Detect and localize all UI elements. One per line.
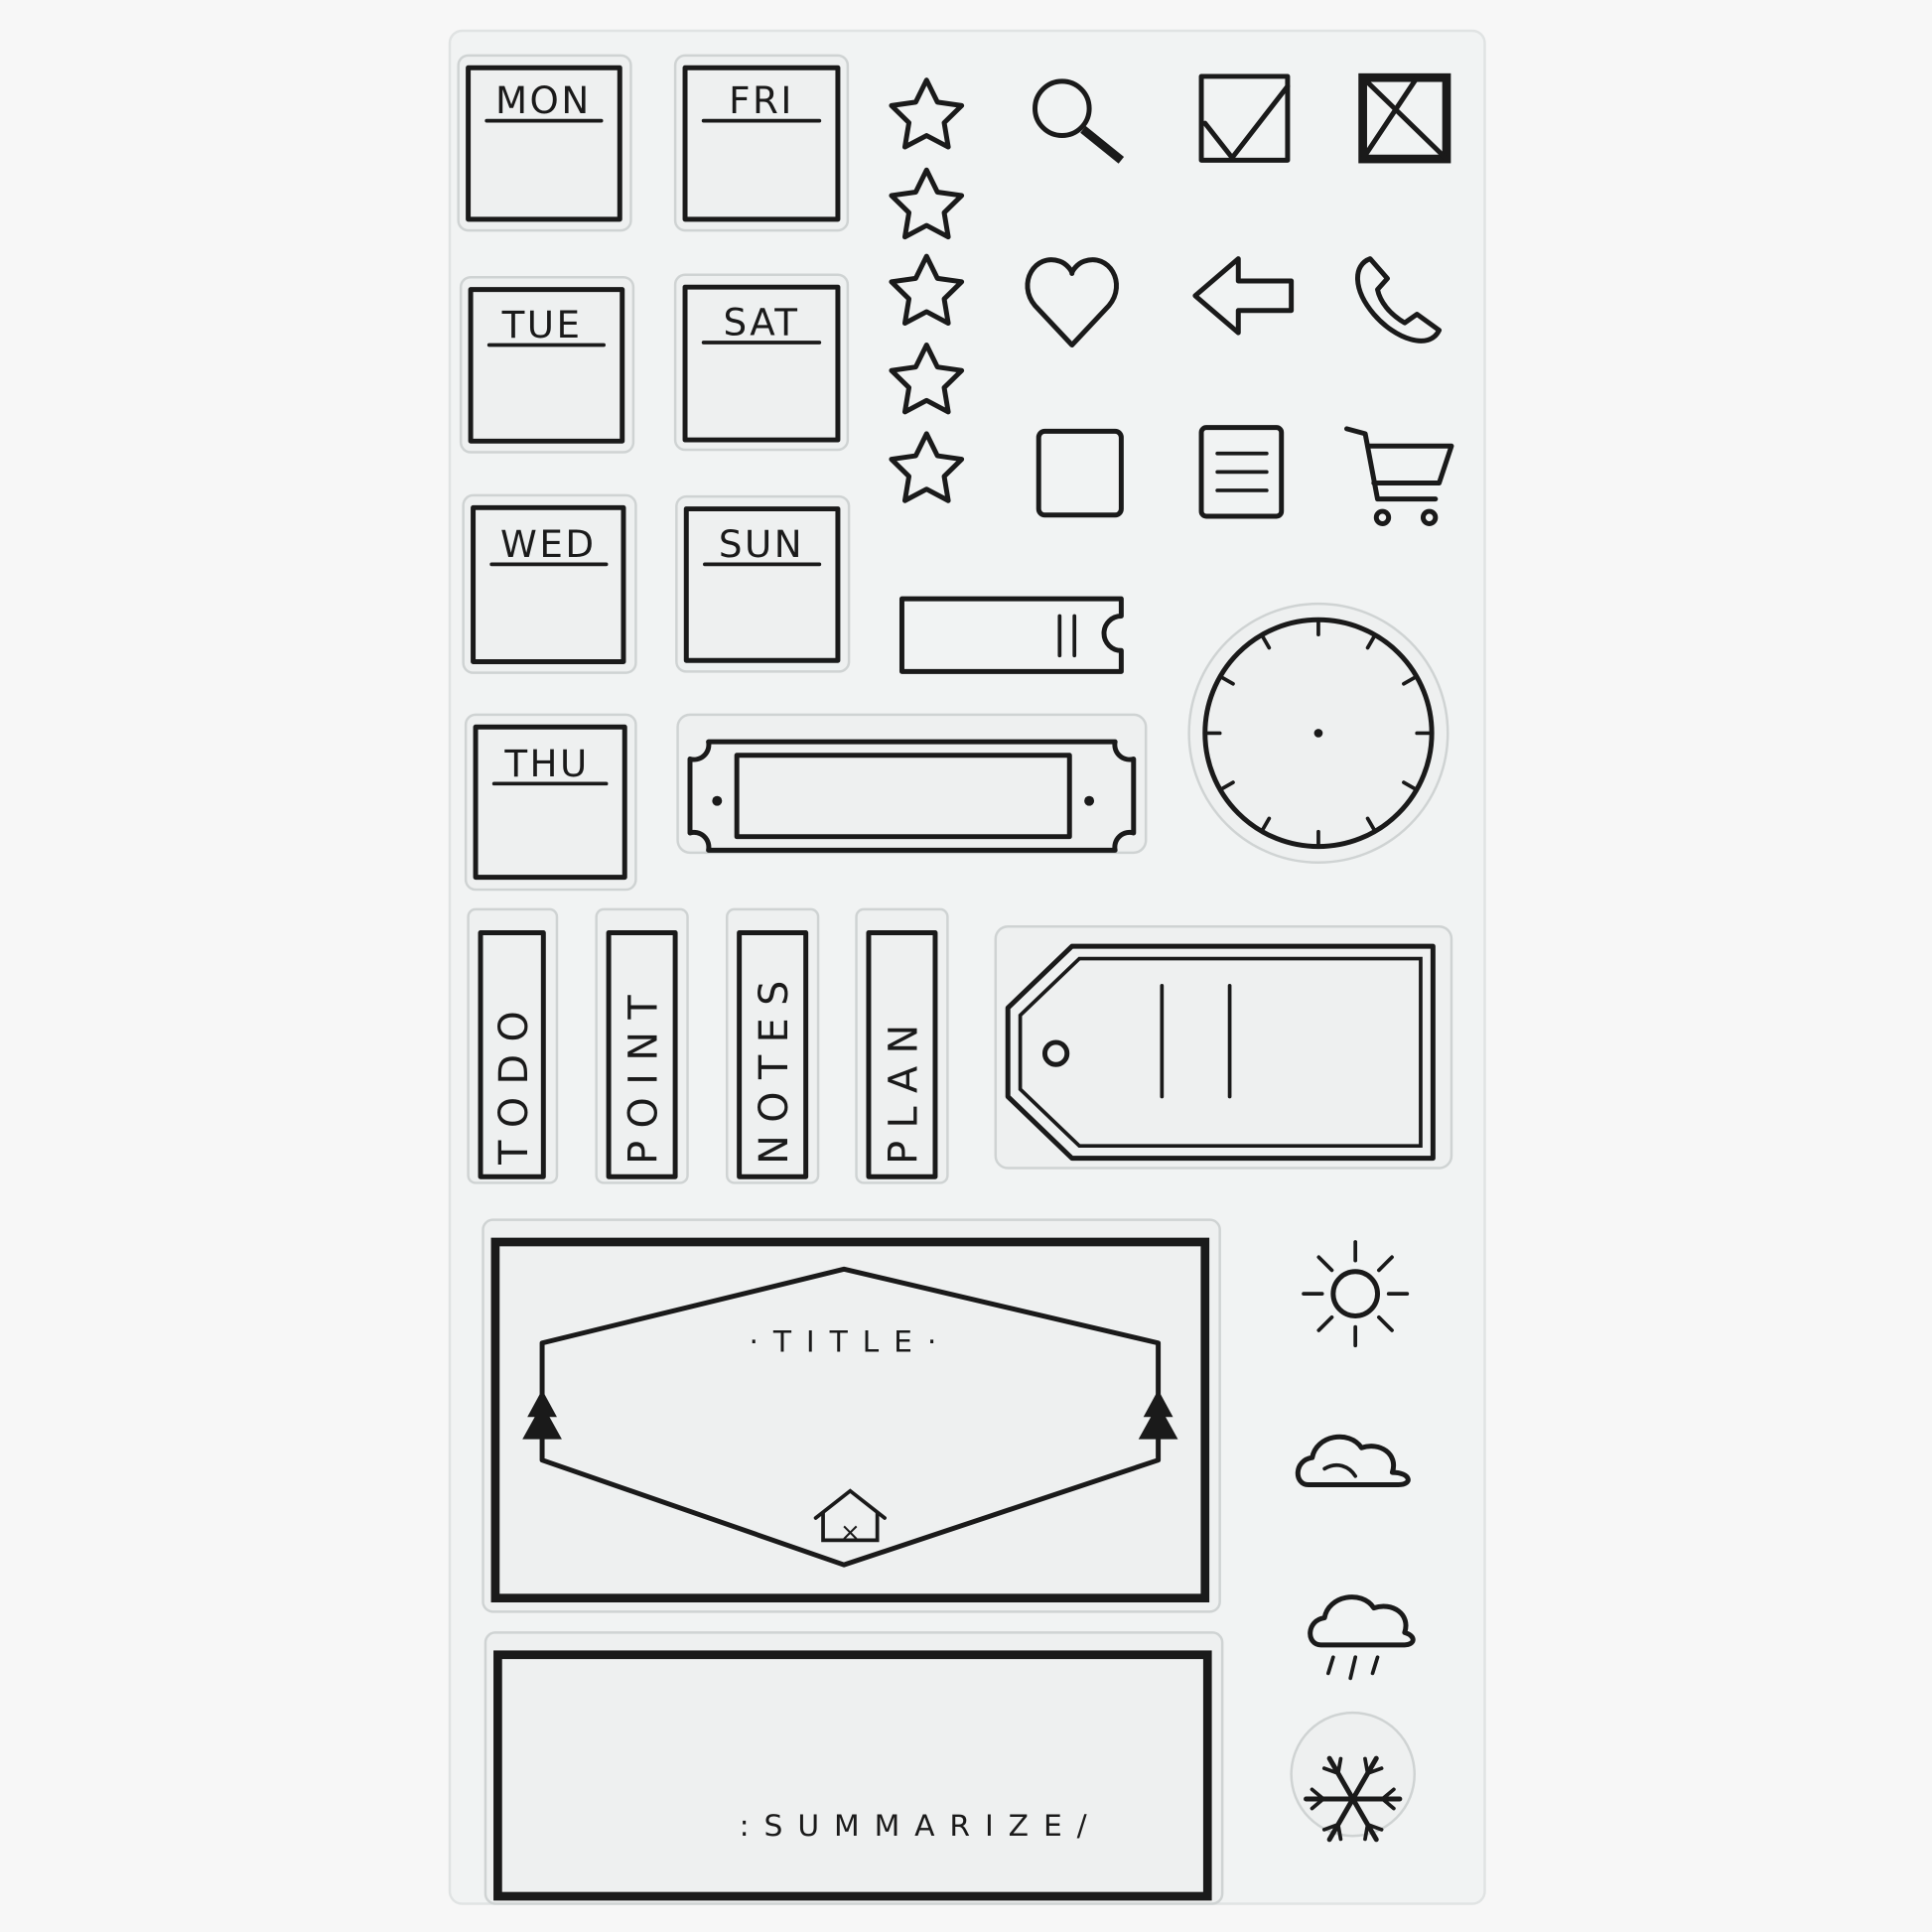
tab-label: PLAN [881, 1012, 926, 1164]
clock-tick [1218, 674, 1235, 686]
snowflake-branch [1321, 1766, 1340, 1776]
snowflake-branch [1365, 1822, 1384, 1832]
star-icon [889, 167, 965, 240]
snowflake-branch [1310, 1787, 1325, 1801]
tab-label: TODO [491, 999, 537, 1166]
sun-ray [1316, 1314, 1334, 1332]
checkbox-checked-icon [1198, 73, 1291, 163]
star-column [889, 77, 965, 503]
summary-frame: :SUMMARIZE/ [483, 1631, 1224, 1905]
snowflake-branch [1335, 1822, 1343, 1842]
star-icon [889, 77, 965, 150]
tag-icon [994, 925, 1453, 1170]
star-icon [889, 431, 965, 503]
snowflake-icon [1290, 1711, 1416, 1843]
sun-ray [1316, 1255, 1334, 1273]
ticket-icon [898, 596, 1124, 674]
day-label: SAT [723, 301, 799, 345]
document-icon [1198, 425, 1285, 519]
tab-stamp-todo: TODO [467, 907, 559, 1184]
tab-label: NOTES [752, 968, 797, 1165]
day-stamp-thu: THU [464, 713, 637, 892]
snowflake-branch [1365, 1766, 1384, 1776]
day-label: SUN [719, 522, 804, 566]
summary-label: :SUMMARIZE/ [740, 1809, 1102, 1844]
star-icon [889, 343, 965, 415]
day-label: FRI [729, 78, 794, 122]
tree-icon [522, 1389, 562, 1440]
day-label: MON [495, 78, 592, 122]
day-label: TUE [501, 303, 583, 346]
clock-icon [1187, 602, 1449, 864]
sun-icon [1302, 1240, 1410, 1348]
day-stamp-mon: MON [457, 54, 632, 232]
snowflake-branch [1380, 1787, 1396, 1801]
day-label: THU [503, 742, 589, 785]
clock-tick [1365, 816, 1377, 834]
snowflake-branch [1321, 1822, 1340, 1832]
cart-icon [1344, 426, 1454, 526]
checkbox-x-icon [1358, 72, 1451, 164]
house-icon: × [813, 1488, 887, 1546]
arrow-left-icon [1192, 256, 1295, 336]
rain-cloud-icon [1308, 1594, 1416, 1681]
svg-text:×: × [840, 1517, 861, 1546]
day-stamp-tue: TUE [459, 276, 635, 454]
day-stamp-sat: SAT [673, 273, 850, 452]
tree-icon [1138, 1389, 1178, 1440]
star-icon [889, 253, 965, 327]
snowflake-branch [1380, 1797, 1396, 1811]
title-label: ·TITLE· [749, 1324, 951, 1359]
tab-label: POINT [621, 983, 666, 1165]
tab-stamp-notes: NOTES [725, 907, 820, 1184]
tab-stamp-point: POINT [595, 907, 689, 1184]
clock-tick [1259, 816, 1272, 834]
snowflake-branch [1363, 1756, 1370, 1776]
tab-stamp-plan: PLAN [855, 907, 949, 1184]
square-icon [1035, 428, 1124, 518]
heart-icon [1025, 257, 1119, 347]
snowflake-arm [1350, 1796, 1379, 1843]
snowflake-arm [1350, 1755, 1379, 1802]
day-stamp-fri: FRI [673, 54, 850, 232]
day-stamp-wed: WED [462, 493, 637, 674]
search-icon [1033, 78, 1125, 164]
label-plate [676, 713, 1148, 855]
sun-ray [1377, 1255, 1394, 1273]
clock-tick [1402, 780, 1419, 792]
day-label: WED [500, 522, 596, 566]
title-frame: ·TITLE· × [482, 1218, 1221, 1613]
sun-ray [1377, 1314, 1394, 1332]
clock-tick [1259, 632, 1272, 650]
snowflake-branch [1335, 1756, 1343, 1776]
phone-icon [1355, 256, 1443, 344]
snowflake-branch [1310, 1797, 1325, 1811]
day-stamp-sun: SUN [675, 494, 851, 673]
clock-tick [1402, 674, 1419, 686]
clock-tick [1365, 632, 1377, 650]
snowflake-branch [1363, 1822, 1370, 1842]
snowflake-arm [1326, 1796, 1356, 1843]
snowflake-arm [1326, 1755, 1356, 1802]
clock-tick [1218, 780, 1235, 792]
cloud-icon [1295, 1434, 1411, 1487]
